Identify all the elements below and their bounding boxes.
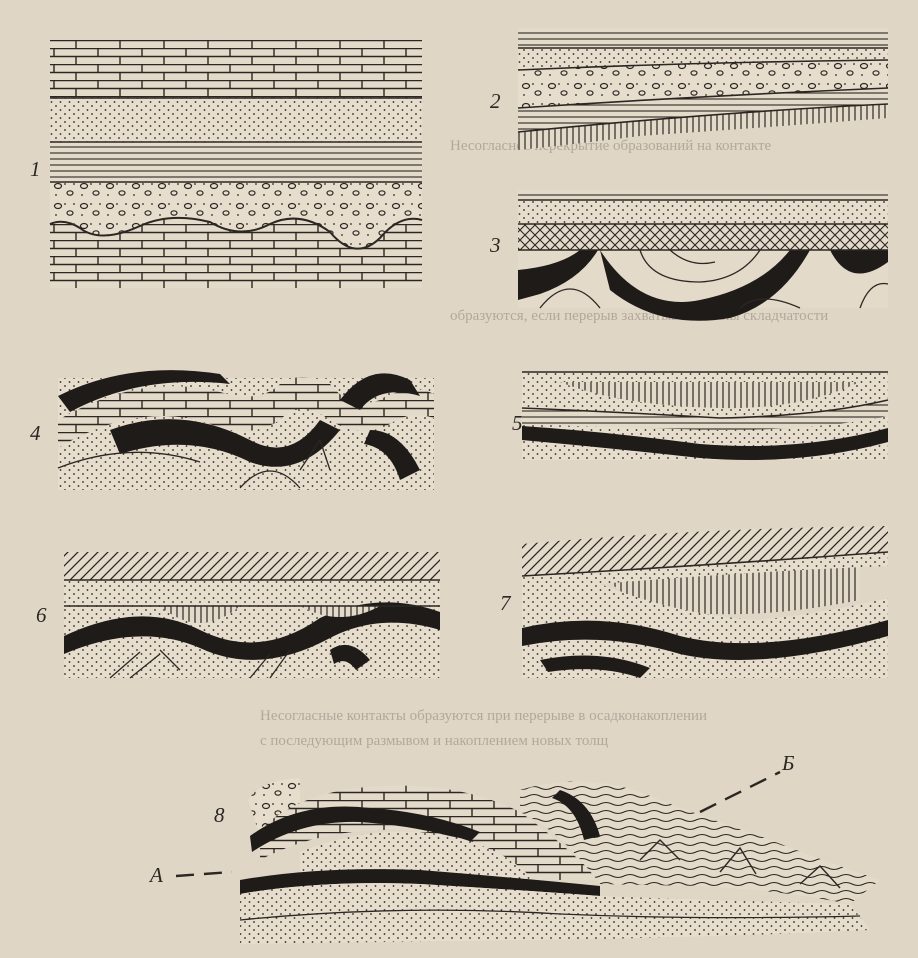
panel-1: 1 [30,40,422,288]
background-text-line: с последующим размывом и накоплением нов… [260,733,609,749]
panel-2: 2 [490,28,888,150]
panel-7-label: 7 [500,591,512,615]
section-line-a [176,872,232,876]
background-text-line: образуются, если перерыв захватывает эта… [450,308,828,324]
panel-2-top-shale [518,28,888,48]
panel-6-label: 6 [36,603,47,627]
panel-3-sandstone [518,200,888,224]
section-label-a: А [148,863,163,887]
panel-3: 3 [489,190,888,321]
section-label-b: Б [781,751,794,775]
panel-3-crosshatch-bed [518,224,888,250]
panel-8: 8 А Б [148,751,880,944]
panel-6-sandstone [64,580,440,606]
panel-1-sandstone [50,98,422,142]
panel-1-shale [50,142,422,182]
panel-6-diagonal-cap [64,552,440,580]
panel-4-label: 4 [30,421,41,445]
panel-1-top-limestone [50,40,422,98]
panel-3-top-shale [518,190,888,200]
panel-3-label: 3 [489,233,501,257]
background-text-line: Несогласные контакты образуются при пере… [260,708,707,724]
section-line-b [700,772,780,812]
background-text-line: Несогласное перекрытие образований на ко… [450,138,772,154]
panel-6: 6 [36,552,440,678]
panel-7: 7 [500,526,888,678]
panel-5: 5 [512,372,888,460]
panel-2-label: 2 [490,89,501,113]
panel-1-label: 1 [30,157,41,181]
panel-5-label: 5 [512,411,523,435]
panel-8-label: 8 [214,803,225,827]
panel-4: 4 [30,370,434,490]
